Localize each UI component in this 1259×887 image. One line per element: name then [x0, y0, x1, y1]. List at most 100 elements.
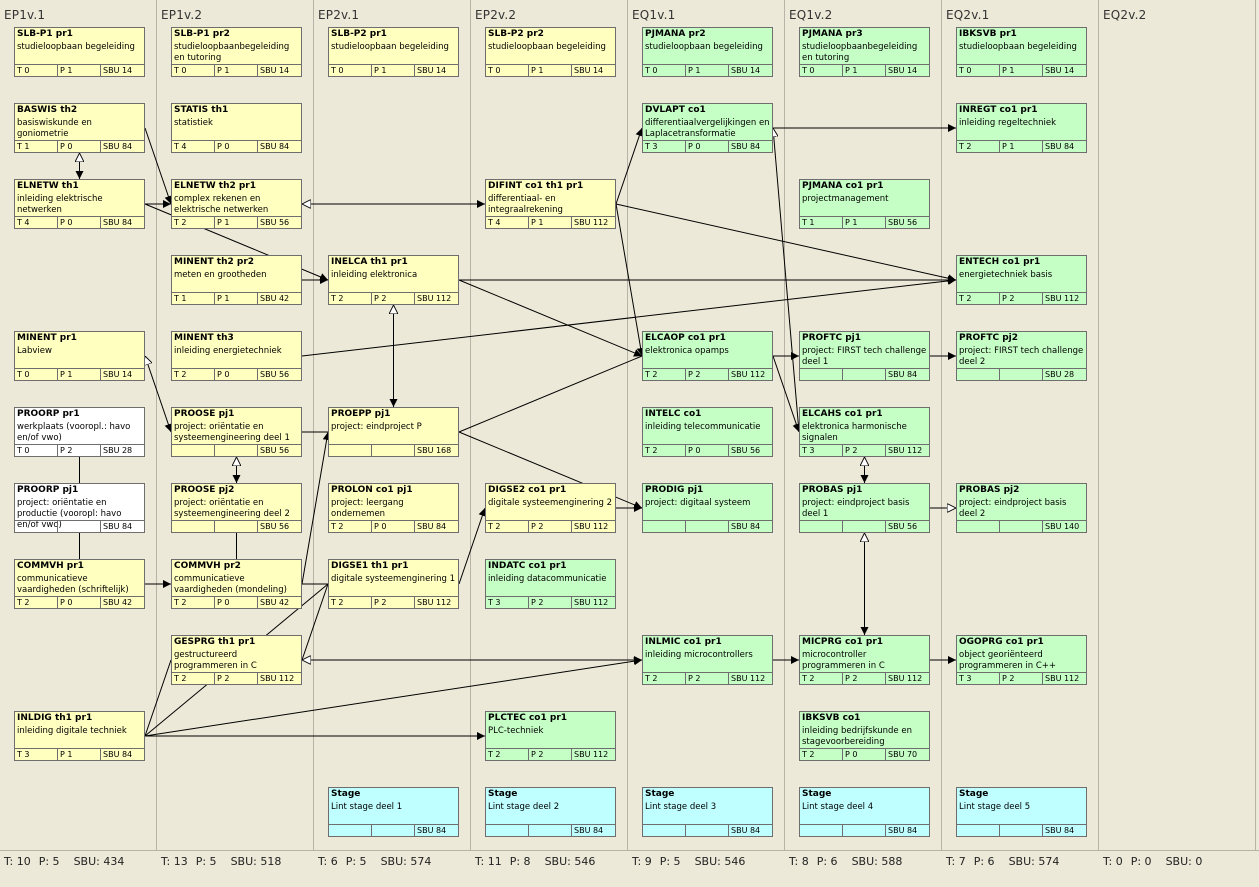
practice-hours: [685, 521, 688, 532]
course-code: PLCTEC co1 pr1: [488, 713, 568, 723]
theory-hours: T 3: [17, 750, 30, 759]
link-difint-elcaop: [615, 203, 645, 357]
theory-hours: T 2: [331, 294, 344, 303]
theory-hours: T 3: [488, 598, 501, 607]
course-code: MICPRG co1 pr1: [802, 637, 884, 647]
sbu-hours: SBU 56: [257, 445, 289, 456]
theory-hours: T 2: [331, 598, 344, 607]
link-dvlapt-elcahs: [773, 128, 799, 433]
course-code: MINENT th2 pr2: [174, 257, 255, 267]
practice-hours: P 0: [57, 597, 72, 608]
sbu-hours: SBU 14: [1042, 65, 1074, 76]
column-header: EP1v.2: [161, 8, 203, 22]
practice-hours: P 1: [528, 217, 543, 228]
course-code: INELCA th1 pr1: [331, 257, 408, 267]
theory-hours: T 0: [488, 66, 501, 75]
link-gesprg-digse1: [301, 583, 329, 661]
course-code: PROORP pj1: [17, 485, 79, 495]
theory-hours: T 3: [645, 142, 658, 151]
practice-hours: P 1: [57, 369, 72, 380]
column-header: EQ1v.2: [789, 8, 833, 22]
total-sbu: SBU: 588: [851, 855, 903, 868]
course-card-proorppj1[interactable]: PROORP pj1 project: oriëntatie en product…: [14, 483, 145, 533]
total-practice: P: 5: [345, 855, 367, 868]
column-ep2v-1: [314, 0, 471, 850]
total-sbu: SBU: 574: [1008, 855, 1060, 868]
theory-hours: T 2: [959, 294, 972, 303]
column-ep1v-2: [157, 0, 314, 850]
column-header: EQ2v.1: [946, 8, 990, 22]
practice-hours: P 0: [842, 749, 857, 760]
course-description: project: FIRST tech challenge deel 1: [802, 346, 927, 367]
theory-hours: T 3: [959, 674, 972, 683]
course-description: statistiek: [174, 118, 213, 128]
theory-hours: T 0: [17, 66, 30, 75]
course-description: basiswiskunde en goniometrie: [17, 118, 92, 139]
course-description: project: oriëntatie en productie (voorop…: [17, 498, 122, 530]
sbu-hours: SBU 84: [728, 521, 760, 532]
course-description: project: oriëntatie en systeemengineerin…: [174, 422, 290, 443]
link-baswis-elnetw2: [144, 127, 173, 205]
practice-hours: P 2: [999, 673, 1014, 684]
course-description: elektronica harmonische signalen: [802, 422, 907, 443]
sbu-hours: SBU 56: [885, 217, 917, 228]
